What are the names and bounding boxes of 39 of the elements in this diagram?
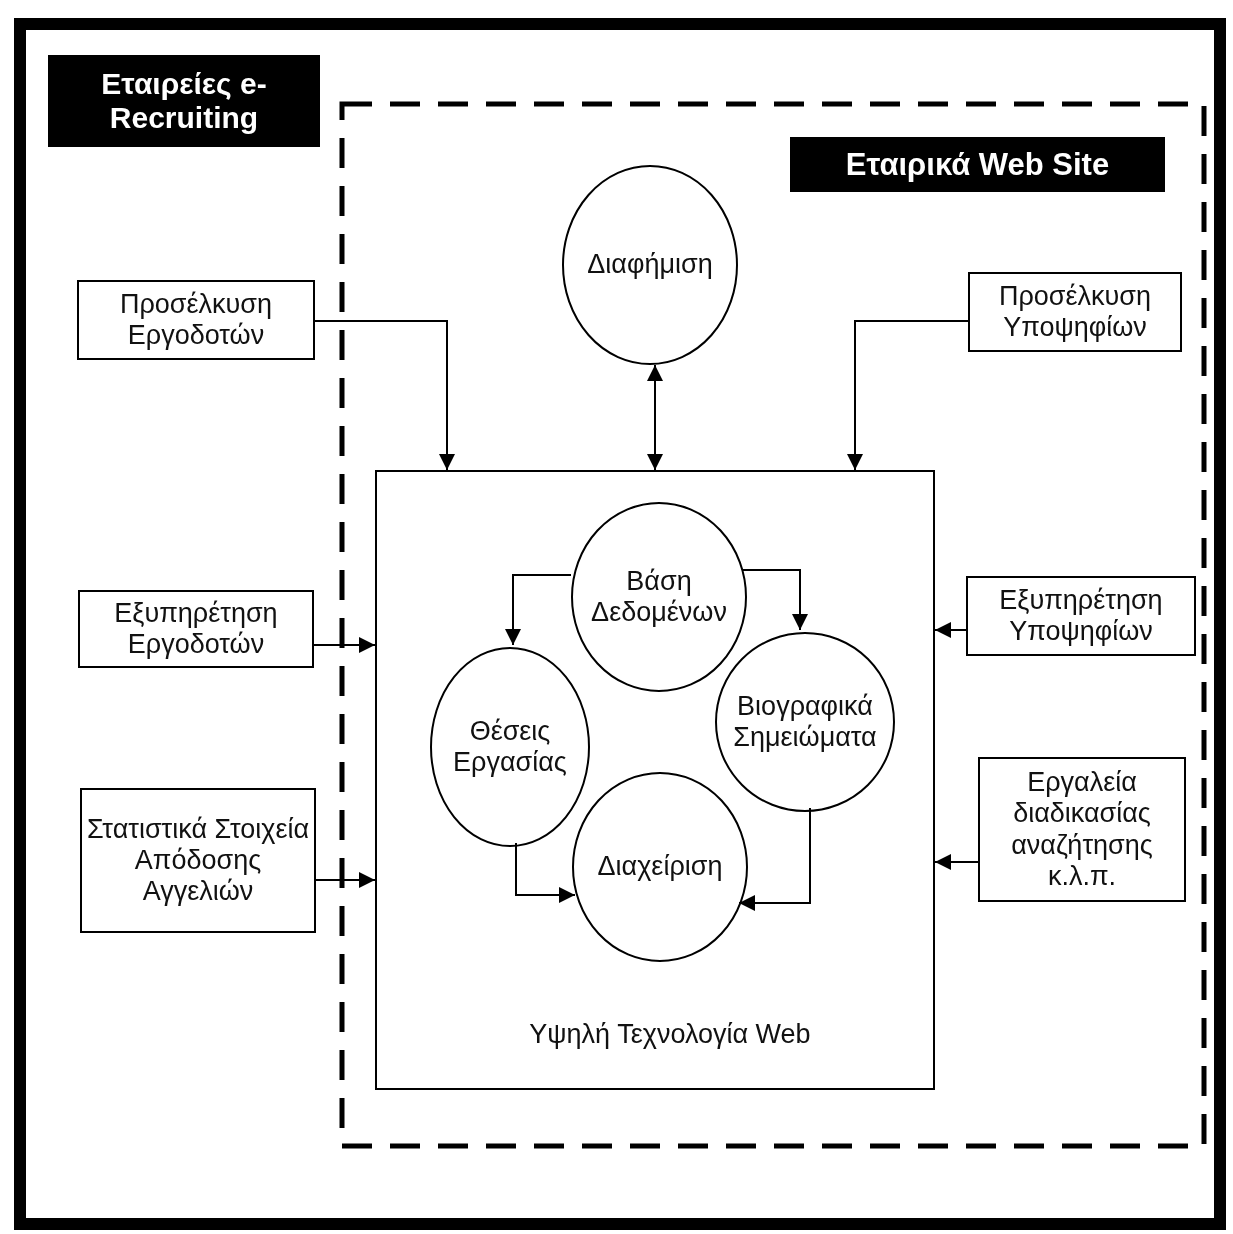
- process-box: [78, 590, 314, 668]
- arrow: [647, 364, 663, 471]
- arrow: [934, 622, 967, 638]
- heading-label: Εταιρείες e-Recruiting: [48, 55, 320, 147]
- arrow: [515, 842, 576, 903]
- node-label: Προσέλκυση Υποψηφίων: [998, 279, 1152, 344]
- process-box: [375, 470, 935, 1090]
- arrow: [314, 320, 455, 471]
- node-label: Εξυπηρέτηση Εργοδοτών: [113, 596, 279, 661]
- arrow: [934, 854, 979, 870]
- node-label: Διαφήμιση: [586, 248, 714, 282]
- arrow: [313, 637, 376, 653]
- node-label: Βιογραφικά Σημειώματα: [732, 689, 878, 754]
- process-circle: [572, 772, 748, 962]
- node-label: Στατιστικά Στοιχεία Απόδοσης Αγγελιών: [85, 812, 311, 908]
- process-box: [966, 576, 1196, 656]
- node-label: Υψηλή Τεχνολογία Web: [528, 1018, 812, 1052]
- outer-frame: [14, 18, 1226, 1230]
- process-circle: [562, 165, 738, 365]
- arrow: [738, 807, 811, 911]
- arrow: [741, 569, 808, 631]
- arrow: [315, 872, 376, 888]
- node-label: Βάση Δεδομένων: [590, 564, 728, 629]
- node-label: Εξυπηρέτηση Υποψηφίων: [998, 583, 1164, 648]
- arrow: [847, 320, 969, 471]
- heading-label: Εταιρικά Web Site: [790, 137, 1165, 192]
- node-label: Προσέλκυση Εργοδοτών: [119, 287, 273, 352]
- process-circle: [430, 647, 590, 847]
- process-box: [978, 757, 1186, 902]
- process-box: [80, 788, 316, 933]
- process-box: [968, 272, 1182, 352]
- dashed-region: [340, 102, 1206, 1148]
- process-circle: [715, 632, 895, 812]
- process-box: [77, 280, 315, 360]
- arrow: [505, 574, 572, 646]
- node-label: Θέσεις Εργασίας: [452, 714, 568, 779]
- node-label: Εργαλεία διαδικασίας αναζήτησης κ.λ.π.: [1010, 766, 1154, 893]
- process-circle: [571, 502, 747, 692]
- node-label: Διαχείριση: [596, 850, 724, 884]
